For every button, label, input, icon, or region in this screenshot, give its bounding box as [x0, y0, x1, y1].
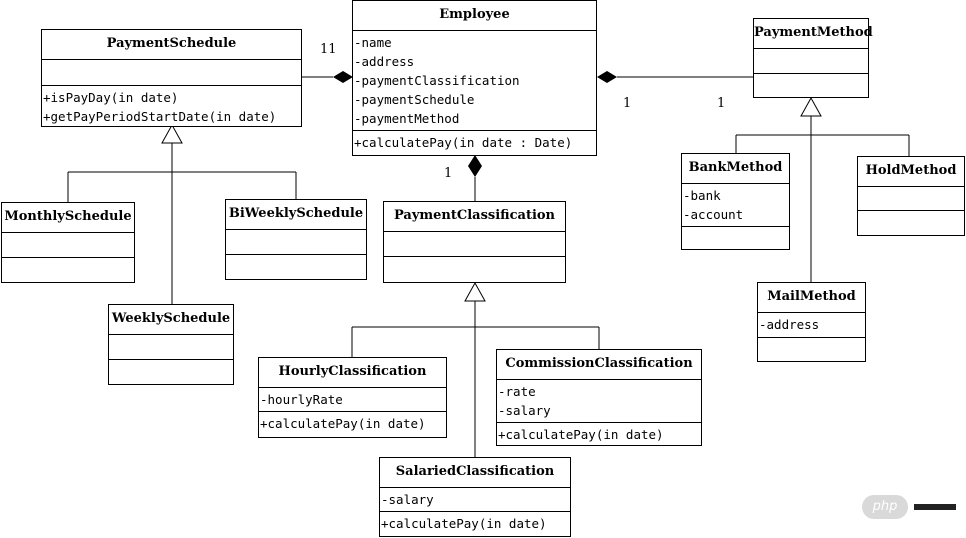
class-mail-method-name: MailMethod	[758, 283, 865, 313]
attribute: -name	[354, 35, 392, 50]
class-salaried-classification-operations: +calculatePay(in date)	[380, 512, 570, 535]
class-salaried-classification-name: SalariedClassification	[380, 458, 570, 488]
composition-employee-method	[597, 71, 753, 83]
attribute: -paymentClassification	[354, 73, 520, 88]
attribute: -paymentSchedule	[354, 92, 475, 107]
watermark-bar	[914, 504, 956, 510]
class-weekly-schedule: WeeklySchedule	[108, 304, 234, 385]
class-payment-classification-attributes	[384, 232, 565, 257]
class-biweekly-schedule-name: BiWeeklySchedule	[226, 200, 366, 230]
class-payment-schedule-name: PaymentSchedule	[42, 30, 301, 60]
class-biweekly-schedule-operations	[226, 255, 366, 259]
generalization-methods	[735, 96, 910, 283]
class-employee-attributes: -name -address -paymentClassification -p…	[353, 31, 596, 131]
class-payment-classification-operations	[384, 257, 565, 261]
class-monthly-schedule-operations	[2, 258, 134, 262]
class-hourly-classification-attributes: -hourlyRate	[259, 388, 446, 412]
class-payment-schedule-operations: +isPayDay(in date) +getPayPeriodStartDat…	[42, 86, 301, 128]
operation: +calculatePay(in date)	[381, 516, 547, 531]
attribute: -bank	[683, 188, 721, 203]
inheritance-triangle	[800, 96, 822, 117]
attribute: -hourlyRate	[260, 392, 343, 407]
class-hourly-classification: HourlyClassification -hourlyRate +calcul…	[258, 357, 447, 438]
class-salaried-classification: SalariedClassification -salary +calculat…	[379, 457, 571, 537]
class-hourly-classification-operations: +calculatePay(in date)	[259, 412, 446, 435]
class-monthly-schedule-attributes	[2, 233, 134, 258]
class-mail-method-attributes: -address	[758, 313, 865, 338]
class-payment-schedule-attributes	[42, 60, 301, 86]
class-hold-method-name: HoldMethod	[858, 157, 964, 187]
class-weekly-schedule-operations	[109, 360, 233, 364]
class-biweekly-schedule-attributes	[226, 230, 366, 255]
generalization-schedules	[67, 123, 297, 305]
class-payment-classification: PaymentClassification	[383, 201, 566, 283]
attribute: -paymentMethod	[354, 111, 460, 126]
operation: +calculatePay(in date)	[498, 427, 664, 442]
class-salaried-classification-attributes: -salary	[380, 488, 570, 512]
class-bank-method-attributes: -bank -account	[682, 184, 789, 227]
operation: +getPayPeriodStartDate(in date)	[43, 109, 277, 124]
class-hold-method-attributes	[858, 187, 964, 211]
operation: +calculatePay(in date : Date)	[354, 135, 573, 150]
multiplicity-schedule: 11	[320, 42, 337, 57]
composition-employee-schedule	[302, 71, 353, 83]
class-employee-name: Employee	[353, 1, 596, 31]
operation: +isPayDay(in date)	[43, 90, 179, 105]
class-mail-method: MailMethod -address	[757, 282, 866, 362]
class-hold-method-operations	[858, 211, 964, 215]
composition-diamond	[333, 71, 353, 83]
multiplicity-method: 1	[717, 96, 726, 111]
operation: +calculatePay(in date)	[260, 416, 426, 431]
class-payment-method-operations	[754, 74, 868, 78]
class-employee: Employee -name -address -paymentClassifi…	[352, 0, 597, 156]
class-weekly-schedule-attributes	[109, 335, 233, 360]
attribute: -salary	[498, 403, 551, 418]
class-payment-method-attributes	[754, 49, 868, 74]
multiplicity-classification: 1	[444, 166, 453, 181]
class-payment-schedule: PaymentSchedule +isPayDay(in date) +getP…	[41, 29, 302, 127]
class-commission-classification: CommissionClassification -rate -salary +…	[496, 349, 702, 446]
composition-diamond	[468, 155, 482, 177]
attribute: -salary	[381, 492, 434, 507]
generalization-classifications	[351, 281, 600, 458]
class-mail-method-operations	[758, 338, 865, 342]
class-bank-method-name: BankMethod	[682, 154, 789, 184]
class-payment-method-name: PaymentMethod	[754, 19, 873, 49]
class-biweekly-schedule: BiWeeklySchedule	[225, 199, 367, 280]
watermark-logo: php	[862, 495, 908, 519]
class-hold-method: HoldMethod	[857, 156, 965, 236]
class-commission-classification-operations: +calculatePay(in date)	[497, 423, 701, 446]
class-commission-classification-name: CommissionClassification	[497, 350, 701, 380]
class-commission-classification-attributes: -rate -salary	[497, 380, 701, 423]
class-bank-method-operations	[682, 227, 789, 231]
class-weekly-schedule-name: WeeklySchedule	[109, 305, 233, 335]
inheritance-triangle	[464, 281, 486, 302]
class-monthly-schedule: MonthlySchedule	[1, 202, 135, 283]
class-monthly-schedule-name: MonthlySchedule	[2, 203, 134, 233]
attribute: -address	[759, 317, 820, 332]
attribute: -rate	[498, 384, 536, 399]
class-bank-method: BankMethod -bank -account	[681, 153, 790, 250]
class-employee-operations: +calculatePay(in date : Date)	[353, 131, 596, 154]
class-hourly-classification-name: HourlyClassification	[259, 358, 446, 388]
attribute: -address	[354, 54, 415, 69]
multiplicity-method-employee: 1	[623, 96, 632, 111]
composition-diamond	[597, 71, 617, 83]
composition-employee-classification	[468, 155, 482, 202]
class-payment-method: PaymentMethod	[753, 18, 873, 98]
class-payment-classification-name: PaymentClassification	[384, 202, 565, 232]
attribute: -account	[683, 207, 744, 222]
